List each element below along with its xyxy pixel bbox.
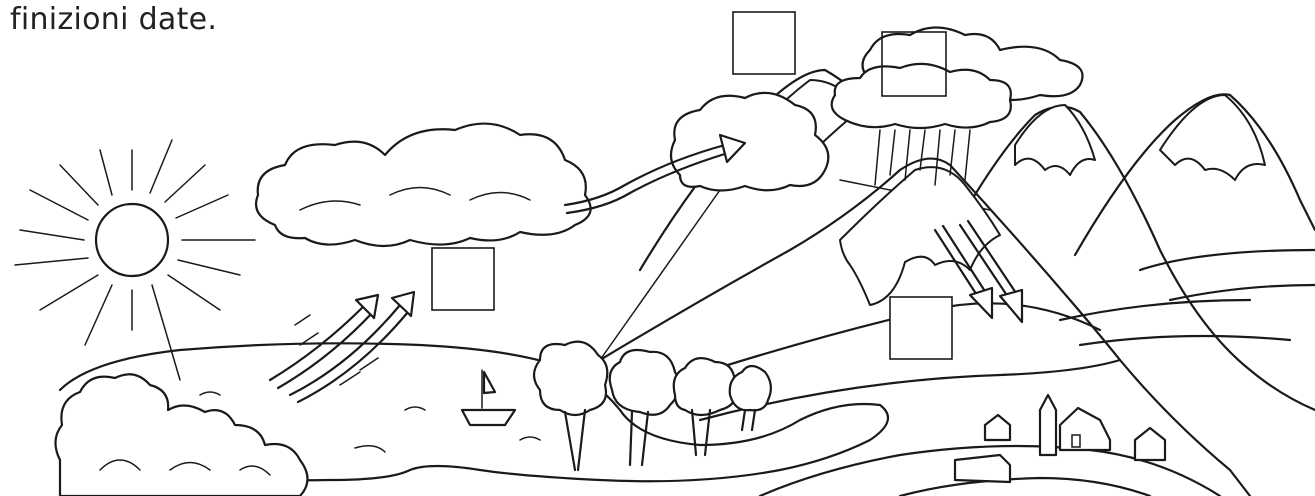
house-icon xyxy=(955,455,1010,482)
tree-icon xyxy=(730,366,771,430)
mountain-icon xyxy=(1075,94,1315,300)
tree-icon xyxy=(534,342,607,470)
bush-icon xyxy=(55,374,307,496)
cloud-icon xyxy=(671,93,828,191)
tree-icon xyxy=(674,358,736,455)
arrow-icon xyxy=(270,292,414,402)
house-icon xyxy=(1135,428,1165,460)
answer-box[interactable] xyxy=(432,248,494,310)
answer-box[interactable] xyxy=(890,297,952,359)
cloud-icon xyxy=(256,124,591,246)
answer-box[interactable] xyxy=(733,12,795,74)
house-icon xyxy=(1060,408,1110,450)
tree-icon xyxy=(610,350,679,465)
church-icon xyxy=(1040,395,1056,455)
sun-icon xyxy=(15,140,255,380)
house-icon xyxy=(985,415,1010,440)
